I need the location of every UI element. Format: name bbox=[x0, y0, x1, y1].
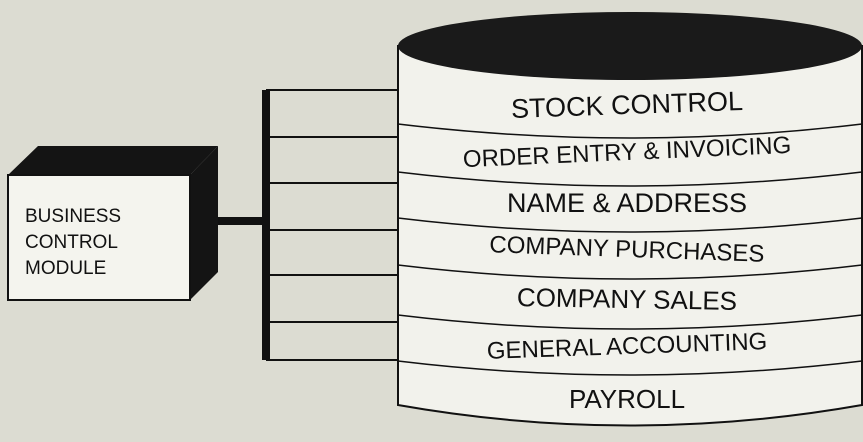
business-control-module: BUSINESS CONTROL MODULE bbox=[7, 146, 218, 301]
database-section-label: COMPANY SALES bbox=[517, 282, 738, 316]
module-link bbox=[218, 217, 268, 225]
module-label-line-3: MODULE bbox=[25, 258, 106, 279]
module-label-line-1: BUSINESS bbox=[25, 206, 121, 227]
section-divider bbox=[397, 314, 863, 330]
database-section-label: PAYROLL bbox=[569, 384, 685, 414]
bus-branches bbox=[266, 89, 400, 361]
module-box-top bbox=[8, 146, 218, 175]
section-divider bbox=[397, 360, 863, 376]
section-divider bbox=[397, 217, 863, 233]
cylinder-dividers bbox=[397, 123, 863, 376]
module-label-line-2: CONTROL bbox=[25, 232, 118, 253]
module-box-side bbox=[190, 146, 218, 300]
database-section-label: NAME & ADDRESS bbox=[507, 188, 747, 218]
section-divider bbox=[397, 264, 863, 280]
section-divider bbox=[397, 171, 863, 187]
connector-bus bbox=[218, 89, 400, 361]
module-box-front bbox=[7, 174, 191, 301]
cylinder-top bbox=[398, 12, 862, 80]
cylinder-body bbox=[397, 45, 863, 427]
bus-bar bbox=[262, 90, 270, 360]
section-divider bbox=[397, 123, 863, 139]
